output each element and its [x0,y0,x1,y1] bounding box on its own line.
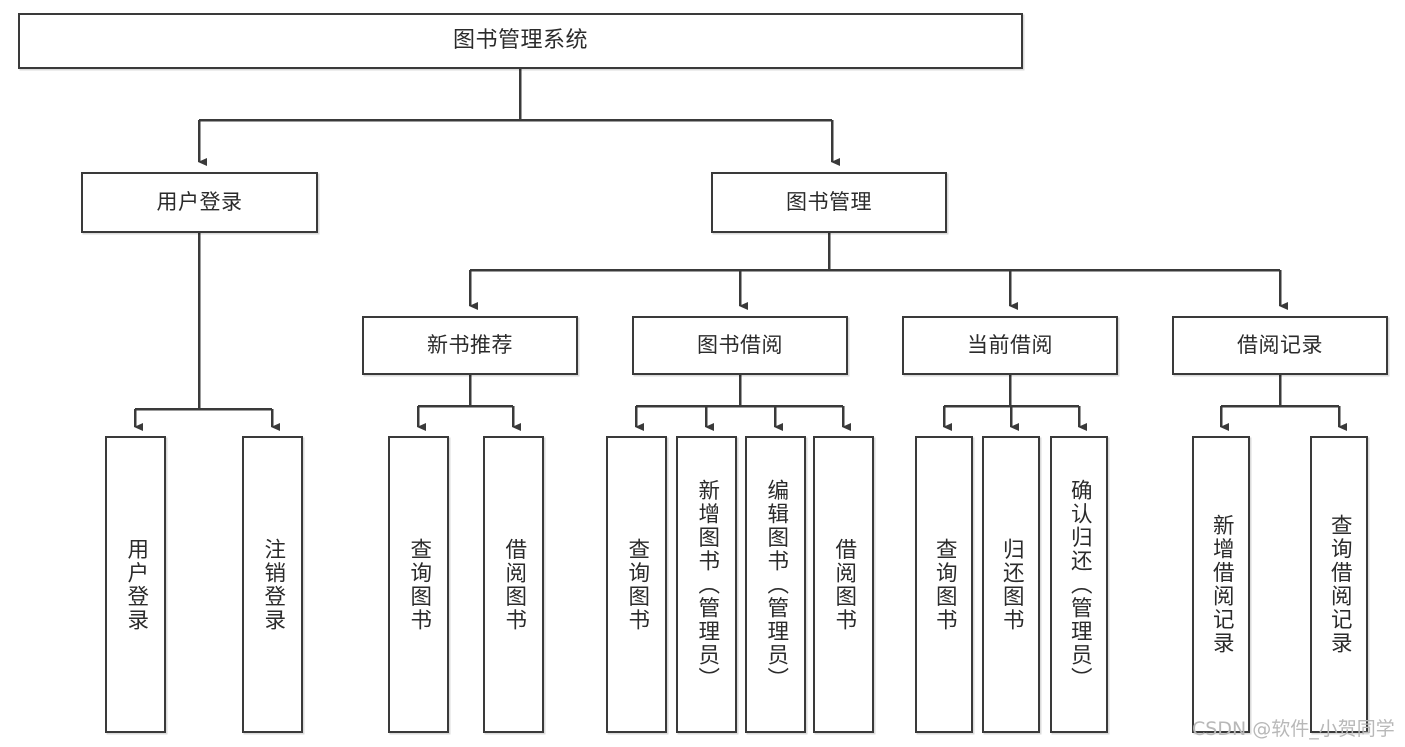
node-label: 图书管理 [786,190,872,215]
leaf-node-query-book-recommend[interactable]: 查询图书 [388,436,449,733]
node-label: 图书借阅 [697,333,783,358]
node-book-management[interactable]: 图书管理 [711,172,947,233]
node-label: 注销登录 [260,537,286,632]
node-label: 查询图书 [624,537,650,632]
leaf-node-confirm-return-admin[interactable]: 确认归还（管理员） [1050,436,1108,733]
node-label: 新书推荐 [427,333,513,358]
leaf-node-borrow-book-recommend[interactable]: 借阅图书 [483,436,544,733]
leaf-node-logout[interactable]: 注销登录 [242,436,303,733]
node-current-borrow[interactable]: 当前借阅 [902,316,1118,375]
node-user-login[interactable]: 用户登录 [81,172,318,233]
node-root-book-management-system[interactable]: 图书管理系统 [18,13,1023,69]
leaf-node-query-book-current[interactable]: 查询图书 [915,436,973,733]
node-label: 查询图书 [932,537,958,632]
leaf-node-query-borrow-record[interactable]: 查询借阅记录 [1310,436,1368,733]
node-borrow-record[interactable]: 借阅记录 [1172,316,1388,375]
csdn-watermark: CSDN @软件_小贺同学 [1192,718,1395,740]
node-label: 新增图书（管理员） [694,478,720,691]
leaf-node-query-book-borrow[interactable]: 查询图书 [606,436,667,733]
node-label: 借阅图书 [501,537,527,632]
node-label: 编辑图书（管理员） [763,478,789,691]
node-label: 借阅图书 [831,537,857,632]
leaf-node-add-borrow-record[interactable]: 新增借阅记录 [1192,436,1250,733]
leaf-node-add-book-admin[interactable]: 新增图书（管理员） [676,436,737,733]
leaf-node-user-login[interactable]: 用户登录 [105,436,166,733]
node-label: 查询图书 [406,537,432,632]
node-label: 当前借阅 [967,333,1053,358]
node-label: 图书管理系统 [452,28,588,54]
leaf-node-borrow-book[interactable]: 借阅图书 [813,436,874,733]
node-book-borrow[interactable]: 图书借阅 [632,316,848,375]
node-label: 归还图书 [999,537,1025,632]
node-label: 借阅记录 [1237,333,1323,358]
node-label: 用户登录 [156,190,243,215]
leaf-node-edit-book-admin[interactable]: 编辑图书（管理员） [745,436,806,733]
node-label: 新增借阅记录 [1209,514,1235,655]
node-label: 查询借阅记录 [1327,514,1353,655]
node-label: 确认归还（管理员） [1067,478,1093,691]
node-new-book-recommendation[interactable]: 新书推荐 [362,316,578,375]
leaf-node-return-book[interactable]: 归还图书 [982,436,1040,733]
node-label: 用户登录 [123,537,149,632]
